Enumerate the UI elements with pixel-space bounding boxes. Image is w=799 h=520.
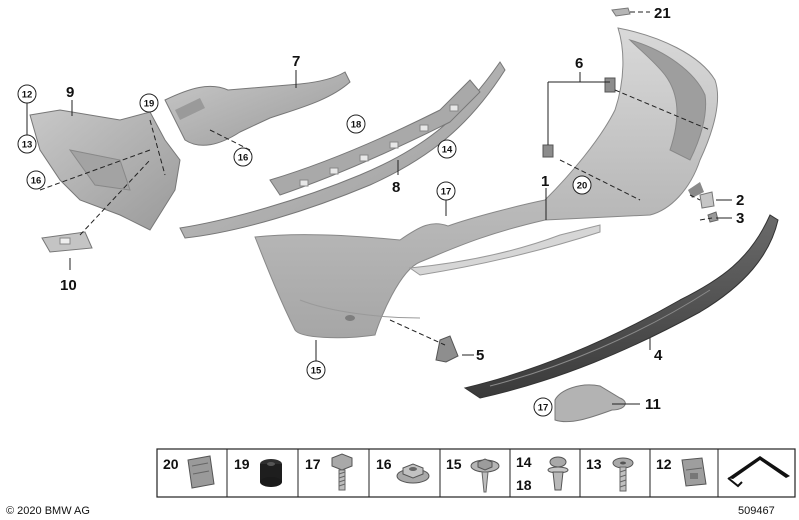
part-8-carrier [179,61,506,239]
part-21-clip [611,7,631,17]
part-2-cap [699,191,715,209]
circled-callout-19: 19 [139,93,159,113]
circled-callout-17b: 17 [533,397,553,417]
flange-nut-icon [396,463,430,484]
circled-callout-18: 18 [346,114,366,134]
callout-11: 11 [645,396,661,413]
circled-callout-16b: 16 [233,147,253,167]
part-3-clip [707,211,719,223]
svg-text:14: 14 [442,145,453,156]
table-label-13: 13 [586,456,602,472]
arrow-icon [727,456,790,488]
table-label-19: 19 [234,456,250,472]
part-5-bracket [435,335,459,363]
svg-text:17: 17 [441,187,452,198]
svg-text:19: 19 [144,99,155,110]
circled-callout-20: 20 [572,175,592,195]
assembly-lines [39,89,713,346]
circled-callout-13: 13 [17,134,37,154]
table-label-12: 12 [656,456,672,472]
svg-text:20: 20 [577,181,588,192]
rubber-buffer-icon [260,459,282,487]
callout-21: 21 [654,5,671,22]
screw-washer-icon [470,458,500,493]
part-4-diffuser [463,214,779,399]
callout-2: 2 [736,192,744,209]
expanding-rivet-icon [547,456,569,491]
part-1-rear-bumper [254,27,718,339]
callout-6: 6 [575,55,583,72]
svg-text:16: 16 [238,153,249,164]
hex-bolt-icon [331,453,353,491]
table-label-16: 16 [376,456,392,472]
circled-callout-15: 15 [306,360,326,380]
table-label-14: 14 [516,454,532,470]
part-7-bracket [164,71,351,146]
table-label-18: 18 [516,477,532,493]
leader-lines [69,70,732,405]
part-9-side-bracket [29,109,181,231]
nut-clip-icon [681,457,707,487]
callout-3: 3 [736,210,744,227]
part-10-bracket [41,231,93,253]
callout-4: 4 [654,347,663,364]
part-11-bracket [554,384,626,423]
diagram-number: 509467 [738,505,775,517]
callout-9: 9 [66,84,74,101]
callout-7: 7 [292,53,300,70]
table-label-17: 17 [305,456,321,472]
callout-5: 5 [476,347,484,364]
circled-callout-16a: 16 [26,170,46,190]
table-label-15: 15 [446,456,462,472]
circled-callout-14: 14 [437,139,457,159]
callout-1: 1 [541,173,549,190]
svg-text:15: 15 [311,366,322,377]
svg-text:13: 13 [22,140,33,151]
circled-callout-17a: 17 [436,181,456,201]
svg-text:18: 18 [351,120,362,131]
svg-text:17: 17 [538,403,549,414]
torx-screw-icon [612,457,634,492]
fasteners-table: 20 19 17 16 15 [156,448,796,498]
callout-8: 8 [392,179,400,196]
clip-icon [187,455,215,489]
table-label-20: 20 [163,456,179,472]
copyright-text: © 2020 BMW AG [6,505,90,517]
svg-text:16: 16 [31,176,42,187]
circled-callout-12: 12 [17,84,37,104]
svg-text:12: 12 [22,90,33,101]
callout-10: 10 [60,277,77,294]
